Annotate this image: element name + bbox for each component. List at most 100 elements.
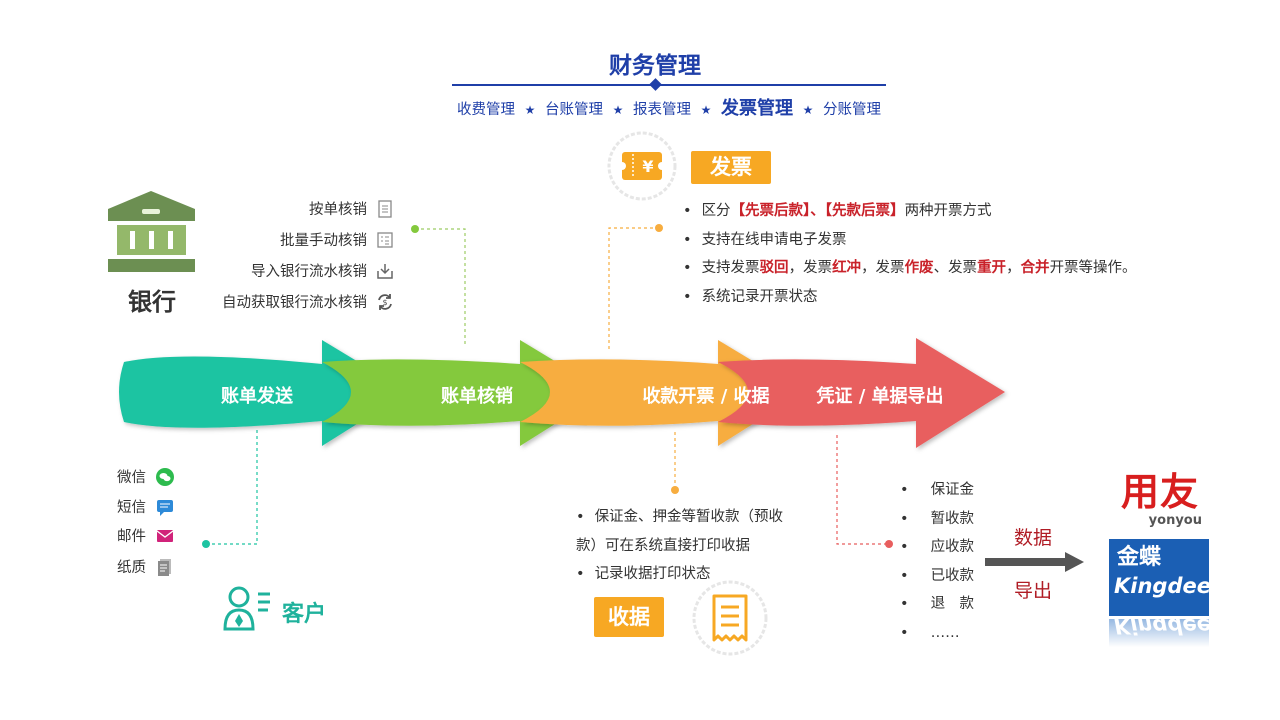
mail-icon: [156, 529, 174, 542]
nav-item-split[interactable]: 分账管理: [822, 102, 881, 118]
flow-step-label: 凭证 / 单据导出: [816, 386, 944, 407]
invoice-features: •区分【先票后款】、【先款后票】两种开票方式•支持在线申请电子发票•支持发票驳回…: [683, 197, 1243, 311]
export-label-bottom: 导出: [1014, 580, 1053, 602]
receipt-text: 款）可在系统直接打印收据: [576, 537, 750, 554]
export-item: • 退 款: [900, 590, 1000, 619]
import-icon: [377, 263, 393, 279]
receipt-features: •保证金、押金等暂收款（预收 款）可在系统直接打印收据 •记录收据打印状态: [576, 503, 816, 589]
list-item: 批量手动核销: [280, 229, 394, 250]
nav-item-ledger[interactable]: 台账管理: [545, 102, 604, 118]
list-item: 自动获取银行流水核销 $: [222, 291, 394, 312]
export-item: • 已收款: [900, 562, 1000, 591]
export-item-label: 应收款: [930, 539, 975, 555]
bullet: •: [683, 288, 692, 305]
emphasis-text: 作废: [904, 260, 934, 276]
list-item: •记录收据打印状态: [576, 566, 711, 582]
list-item-label: 导入银行流水核销: [251, 264, 367, 280]
kingdee-logo-reflection: Kingdee: [1109, 619, 1209, 647]
emphasis-text: 重开: [977, 260, 1007, 276]
feature-text: 开票等操作。: [1049, 260, 1137, 276]
invoice-ticket-icon: ¥: [607, 131, 677, 201]
kingdee-logo: 金蝶 Kingdee: [1109, 539, 1211, 616]
nav-item-invoice[interactable]: 发票管理: [720, 98, 793, 119]
bullet: •: [900, 482, 909, 498]
nav-item-charges[interactable]: 收费管理: [457, 102, 516, 118]
channel-label: 短信: [117, 500, 146, 516]
channel-label: 微信: [117, 470, 146, 486]
list-item-label: 自动获取银行流水核销: [222, 295, 367, 311]
bank-methods-list: 按单核销 批量手动核销 导入银行流水核销 自动获取银行流水核销 $: [150, 198, 394, 318]
bullet: •: [900, 596, 909, 612]
list-item: 按单核销: [309, 198, 394, 219]
feature-text: 支持发票: [701, 260, 760, 276]
yonyou-logo-en: yonyou: [1148, 513, 1202, 528]
star-icon: ★: [700, 103, 712, 117]
channel-mail: 邮件: [117, 525, 174, 546]
feature-text: 区分: [701, 203, 731, 219]
svg-text:$: $: [382, 298, 387, 307]
export-item-label: 退 款: [930, 596, 975, 612]
invoice-tag: 发票: [691, 151, 771, 184]
kingdee-logo-cn: 金蝶: [1117, 545, 1162, 570]
export-item: • 应收款: [900, 533, 1000, 562]
yonyou-logo: 用友 yonyou: [1112, 471, 1208, 528]
invoice-feature-item: • 系统记录开票状态: [683, 283, 1243, 312]
export-item-label: 保证金: [930, 482, 975, 498]
wechat-icon: [156, 467, 174, 486]
bullet: •: [683, 203, 692, 219]
feature-text: 支持在线申请电子发票: [701, 231, 847, 248]
svg-text:¥: ¥: [642, 157, 653, 176]
bullet: •: [900, 539, 909, 555]
channel-label: 纸质: [117, 560, 146, 576]
flow-arrow-export: [718, 338, 1005, 448]
yonyou-logo-cn: 用友: [1120, 470, 1199, 514]
bullet: •: [900, 567, 909, 584]
bullet: •: [900, 624, 909, 641]
bullet: •: [683, 260, 692, 276]
emphasis-text: 合并: [1020, 260, 1050, 276]
star-icon: ★: [524, 103, 536, 117]
star-icon: ★: [802, 103, 814, 117]
receipt-text: 保证金、押金等暂收款（预收: [594, 509, 784, 525]
export-item-label: ……: [930, 624, 960, 641]
list-item: •保证金、押金等暂收款（预收: [576, 509, 784, 525]
channel-wechat: 微信: [117, 466, 174, 487]
export-items: • 保证金 • 暂收款 • 应收款 • 已收款 • 退 款 • ……: [900, 476, 1000, 647]
receipt-text: 记录收据打印状态: [594, 566, 711, 582]
kingdee-logo-en: Kingdee: [1114, 574, 1211, 598]
invoice-feature-item: •支持发票驳回，发票红冲，发票作废、发票重开，合并开票等操作。: [683, 254, 1243, 283]
invoice-feature-item: •区分【先票后款】、【先款后票】两种开票方式: [683, 197, 1243, 226]
channel-sms: 短信: [117, 496, 174, 517]
list-item-label: 按单核销: [309, 202, 367, 218]
receipt-tag: 收据: [594, 597, 664, 637]
feature-text: 、发票: [933, 260, 978, 276]
export-label-top: 数据: [1014, 527, 1053, 549]
feature-text: ，: [1006, 260, 1021, 276]
flow-step-label: 收款开票 / 收据: [642, 386, 770, 407]
bank-label: 银行: [128, 288, 176, 316]
client-label: 客户: [282, 602, 327, 627]
flow-step-label: 账单核销: [441, 386, 513, 407]
document-icon: [378, 199, 392, 218]
nav-item-reports[interactable]: 报表管理: [633, 102, 691, 118]
star-icon: ★: [612, 103, 624, 117]
bullet: •: [900, 510, 909, 527]
bank-icon: [108, 191, 195, 272]
export-item-label: 已收款: [930, 567, 975, 584]
feature-text: ，发票: [788, 260, 833, 276]
client-icon: [223, 586, 270, 631]
emphasis-text: 红冲: [832, 260, 862, 276]
module-nav: 收费管理 ★ 台账管理 ★ 报表管理 ★ 发票管理 ★ 分账管理: [452, 94, 886, 120]
emphasis-text: 驳回: [759, 260, 789, 276]
process-flow: [119, 338, 1005, 448]
list-item: 款）可在系统直接打印收据: [576, 532, 816, 561]
checklist-icon: [377, 231, 393, 248]
sync-icon: $: [378, 293, 392, 310]
export-item: • 暂收款: [900, 505, 1000, 534]
feature-text: 系统记录开票状态: [701, 288, 818, 305]
export-item-label: 暂收款: [930, 510, 975, 527]
page-title: 财务管理: [609, 53, 701, 79]
feature-text: ，发票: [861, 260, 905, 276]
export-arrow-icon: [985, 552, 1084, 572]
channel-paper: 纸质: [117, 556, 174, 577]
